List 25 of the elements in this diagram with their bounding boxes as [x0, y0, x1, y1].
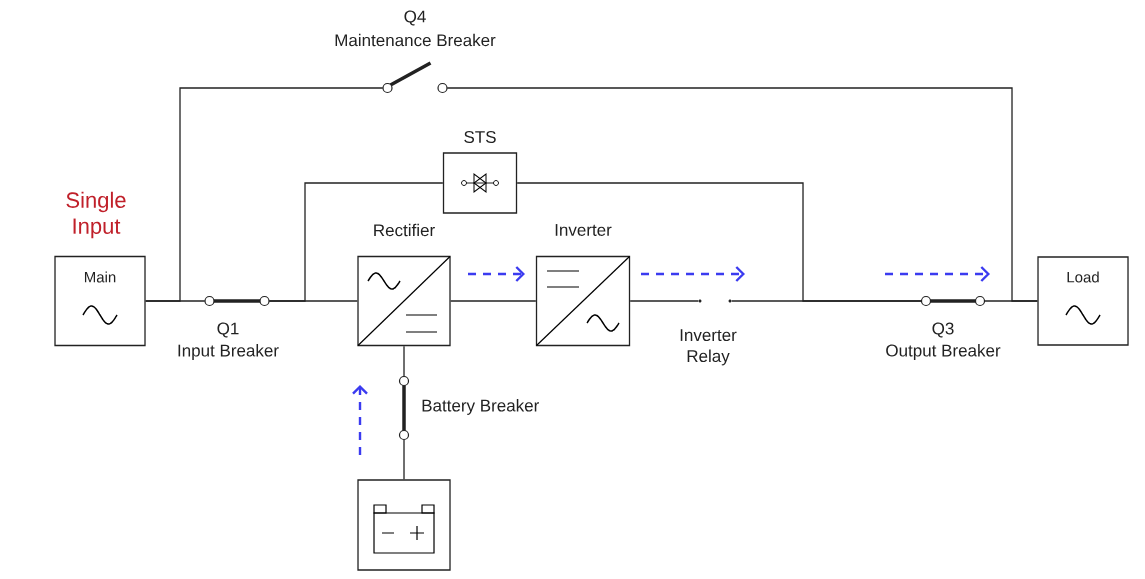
wire: [268, 182, 444, 302]
switch-label: Q4: [404, 10, 426, 26]
switch-label: Q3: [932, 322, 954, 338]
node-label: Rectifier: [374, 223, 435, 237]
source-box: Main: [54, 255, 146, 347]
converter-box: Rectifier: [357, 223, 451, 347]
source-box: Load: [1037, 256, 1129, 346]
wire: [403, 439, 405, 480]
switch-box: STS: [442, 131, 518, 214]
battery-box: [357, 479, 451, 571]
switch-label: Battery Breaker: [422, 399, 539, 415]
node-label: Inverter: [555, 224, 612, 236]
switch-label: Maintenance Breaker: [335, 33, 496, 47]
wire: [629, 300, 699, 302]
switch-label: Output Breaker: [886, 344, 1001, 360]
wire: [446, 87, 1038, 302]
node-label: STS: [464, 130, 496, 144]
wire: [145, 87, 384, 302]
switch-label: Inverter Relay: [680, 329, 737, 366]
converter-box: Inverter: [535, 224, 631, 347]
wire: [450, 300, 537, 302]
wire: [516, 182, 922, 302]
switch-label: Q1: [217, 322, 239, 338]
wire: [403, 345, 405, 377]
switch-label: Input Breaker: [178, 344, 279, 360]
